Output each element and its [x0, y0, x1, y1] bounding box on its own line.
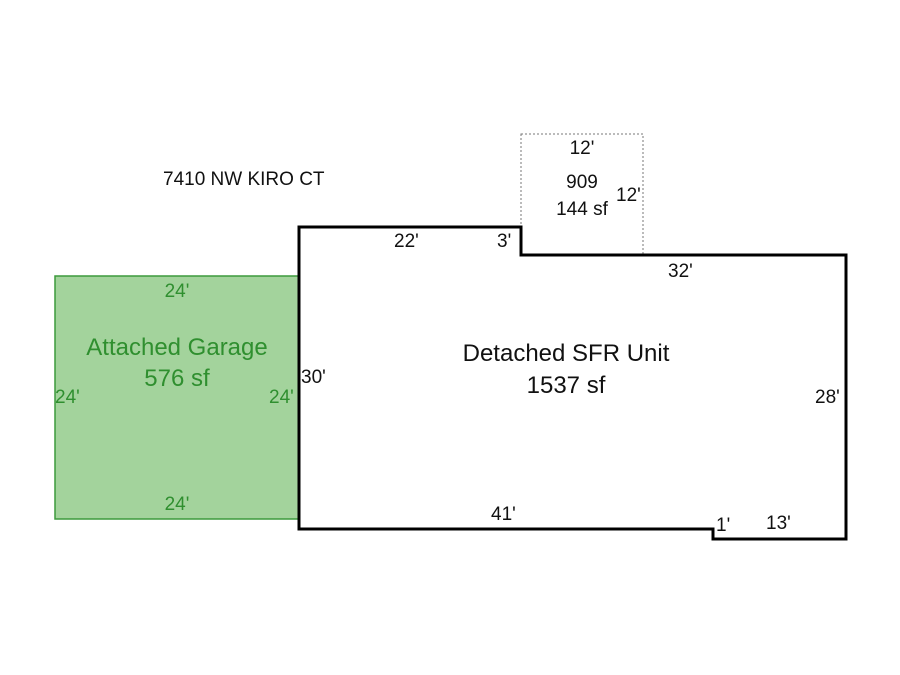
main-unit-area: 1537 sf [526, 372, 606, 399]
dim-top-right: 32' [668, 261, 693, 282]
addition-dim-side: 12' [616, 185, 641, 206]
garage-dim-right: 24' [269, 387, 294, 408]
addition-area: 144 sf [556, 199, 608, 220]
dim-right: 28' [815, 387, 840, 408]
dim-bottom-right: 13' [766, 513, 791, 534]
address-label: 7410 NW KIRO CT [163, 169, 325, 190]
dim-step-up: 3' [497, 231, 512, 252]
garage-area [54, 275, 300, 520]
main-unit-name: Detached SFR Unit [462, 340, 670, 367]
dim-left: 30' [301, 367, 326, 388]
garage-dim-top: 24' [164, 281, 190, 302]
addition-dim-top: 12' [569, 138, 595, 159]
dim-top-left: 22' [394, 231, 419, 252]
main-unit-outline [297, 225, 848, 541]
garage-name: Attached Garage [86, 334, 268, 361]
dim-bottom: 41' [491, 504, 516, 525]
garage-area-label: 576 sf [144, 365, 210, 392]
garage-dim-bottom: 24' [164, 494, 190, 515]
garage-dim-left: 24' [55, 387, 80, 408]
addition-name: 909 [566, 172, 598, 193]
dim-step-down: 1' [716, 515, 731, 536]
